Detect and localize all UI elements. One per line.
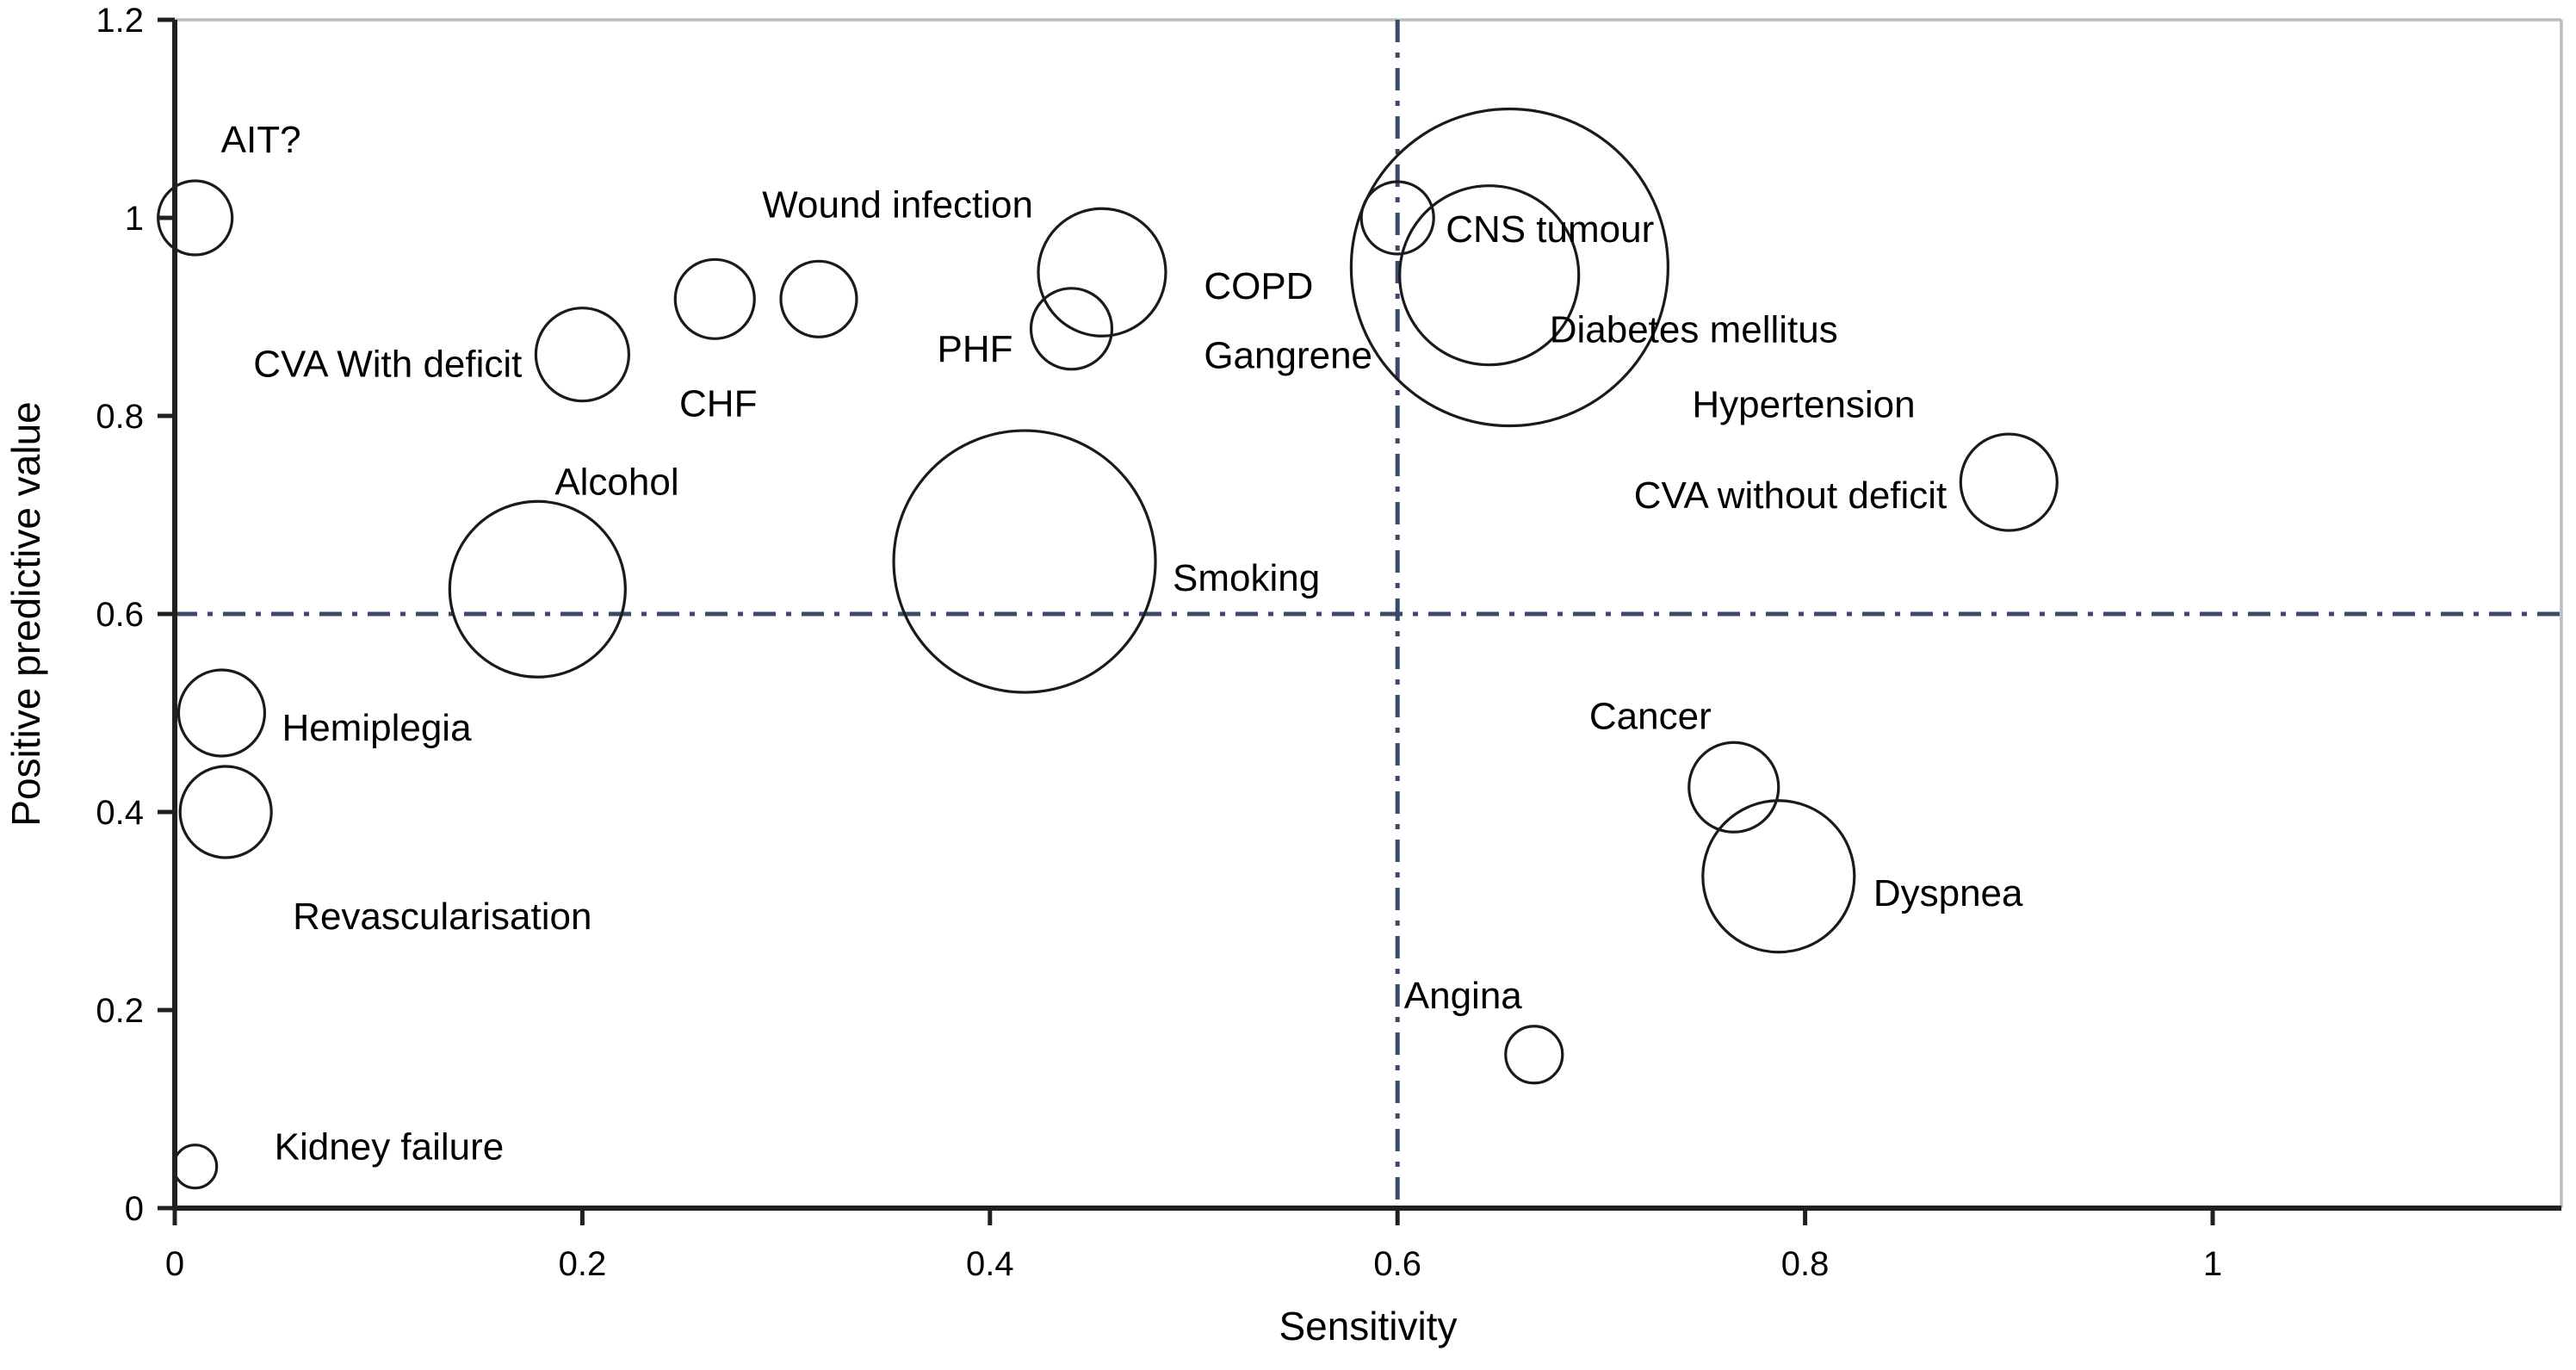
bubble-point[interactable] bbox=[1349, 107, 1669, 428]
bubble-point[interactable] bbox=[1037, 207, 1167, 338]
bubble-label: Wound infection bbox=[762, 183, 1033, 226]
x-axis-tick-label: 0.2 bbox=[559, 1245, 607, 1283]
x-axis-title: Sensitivity bbox=[1279, 1304, 1457, 1348]
bubble-label: AIT? bbox=[221, 119, 301, 161]
x-axis-ticks-group: 0 0.2 0.4 0.6 0.8 1 bbox=[165, 1208, 2222, 1283]
bubble-label: Kidney failure bbox=[275, 1126, 505, 1169]
bubble-label: Alcohol bbox=[554, 461, 678, 503]
bubble-point[interactable] bbox=[892, 429, 1157, 694]
y-axis-tick-label: 1 bbox=[125, 200, 144, 238]
bubble-label: Revascularisation bbox=[293, 896, 591, 938]
bubble-point[interactable] bbox=[534, 307, 631, 403]
x-axis-tick-label: 1 bbox=[2203, 1245, 2222, 1283]
bubble-label: Hemiplegia bbox=[282, 707, 472, 749]
bubble-label: CVA without deficit bbox=[1634, 474, 1947, 517]
x-axis-tick-label: 0.6 bbox=[1373, 1245, 1421, 1283]
bubble-label: Gangrene bbox=[1204, 335, 1372, 377]
bubble-point[interactable] bbox=[673, 257, 756, 340]
x-axis-tick-label: 0 bbox=[165, 1245, 184, 1283]
bubble-point[interactable] bbox=[1504, 1025, 1564, 1085]
y-axis-title: Positive predictive value bbox=[3, 401, 48, 826]
bubble-label: Angina bbox=[1404, 975, 1523, 1017]
bubble-label: PHF bbox=[937, 328, 1012, 370]
bubble-point[interactable] bbox=[176, 668, 267, 758]
bubble-point[interactable] bbox=[1029, 287, 1114, 371]
bubble-point[interactable] bbox=[178, 765, 273, 859]
bubble-label: Cancer bbox=[1589, 695, 1712, 737]
y-axis-tick-label: 0.4 bbox=[96, 794, 144, 832]
bubble-point[interactable] bbox=[1959, 432, 2059, 532]
plot-frame bbox=[175, 18, 2563, 1208]
bubble-label: CHF bbox=[679, 382, 757, 425]
y-axis-tick-label: 0.8 bbox=[96, 398, 144, 436]
bubble-label: COPD bbox=[1204, 265, 1313, 307]
y-axis-tick-label: 0 bbox=[125, 1190, 144, 1228]
bubble-label: CNS tumour bbox=[1446, 208, 1654, 251]
bubble-point[interactable] bbox=[448, 499, 627, 679]
bubble-point[interactable] bbox=[1701, 799, 1856, 954]
bubble-point[interactable] bbox=[1359, 180, 1435, 256]
x-axis-tick-label: 0.4 bbox=[966, 1245, 1014, 1283]
y-axis-ticks-group: 0 0.2 0.4 0.6 0.8 1 1.2 bbox=[96, 2, 175, 1228]
bubble-point[interactable] bbox=[1687, 741, 1780, 834]
x-axis-tick-label: 0.8 bbox=[1781, 1245, 1830, 1283]
bubble-point[interactable] bbox=[172, 1144, 219, 1190]
bubble-label: CVA With deficit bbox=[253, 344, 522, 386]
bubbles-group bbox=[157, 107, 2059, 1190]
y-axis-tick-label: 1.2 bbox=[96, 2, 144, 40]
bubble-label: Smoking bbox=[1173, 557, 1320, 599]
bubble-point[interactable] bbox=[779, 259, 858, 338]
bubble-label: Diabetes mellitus bbox=[1550, 309, 1838, 351]
bubble-label: Hypertension bbox=[1692, 384, 1915, 426]
reference-lines-group bbox=[175, 20, 2561, 1208]
bubble-label: Dyspnea bbox=[1873, 872, 2023, 914]
y-axis-tick-label: 0.6 bbox=[96, 596, 144, 634]
bubble-point[interactable] bbox=[1398, 184, 1581, 367]
y-axis-tick-label: 0.2 bbox=[96, 992, 144, 1030]
